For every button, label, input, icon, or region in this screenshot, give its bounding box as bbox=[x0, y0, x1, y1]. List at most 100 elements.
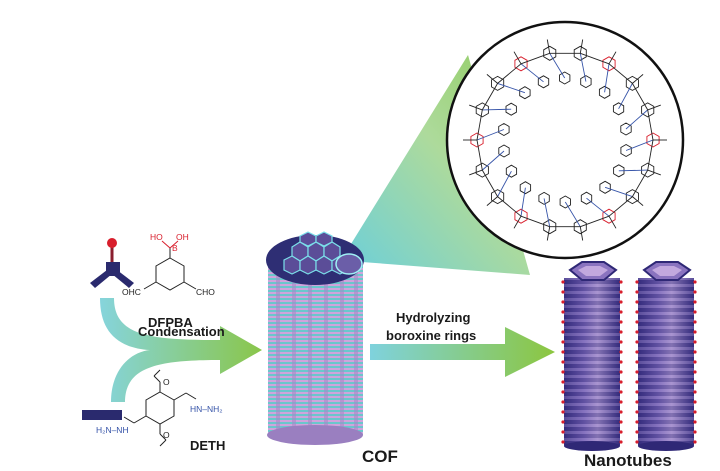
framework-bond bbox=[608, 51, 617, 65]
framework-bond bbox=[497, 63, 522, 84]
framework-bond bbox=[520, 187, 526, 217]
deth-h2nnh-label: H₂N–NH bbox=[96, 425, 129, 435]
framework-ring bbox=[625, 189, 639, 205]
framework-bond bbox=[608, 215, 617, 229]
framework-ring bbox=[573, 219, 587, 235]
framework-ring bbox=[519, 86, 531, 100]
framework-bond bbox=[481, 83, 498, 111]
framework-bond bbox=[647, 104, 661, 111]
framework-bond bbox=[579, 39, 584, 54]
framework-bond bbox=[476, 129, 505, 141]
framework-ring bbox=[573, 45, 587, 61]
nanotube-edge-dots-1 bbox=[561, 280, 623, 444]
framework-ring bbox=[620, 122, 632, 136]
framework-bond bbox=[586, 197, 610, 217]
framework-bond bbox=[579, 226, 584, 241]
nanotube-edge-dots-2 bbox=[635, 280, 697, 444]
framework-ring bbox=[625, 75, 639, 91]
framework-bond bbox=[632, 196, 644, 206]
cof-label: COF bbox=[362, 447, 398, 466]
dfpba-oh-label: OH bbox=[176, 232, 189, 242]
deth-o-top-label: O bbox=[163, 377, 170, 387]
condensation-label: Condensation bbox=[138, 324, 225, 339]
dfpba-ho-label: HO bbox=[150, 232, 163, 242]
deth-linker-icon bbox=[82, 410, 122, 420]
framework-ring bbox=[491, 189, 505, 205]
framework-bond bbox=[632, 74, 644, 84]
framework-bond bbox=[520, 52, 550, 65]
dfpba-b-label: B bbox=[172, 243, 178, 253]
framework-ring bbox=[475, 162, 489, 178]
framework-ring bbox=[543, 45, 557, 61]
dfpba-ohc-label: OHC bbox=[122, 287, 141, 297]
hydrolyzing-arrow bbox=[370, 327, 555, 377]
framework-ring bbox=[538, 191, 550, 205]
framework-ring bbox=[641, 102, 655, 118]
framework-bond bbox=[625, 109, 648, 130]
framework-bond bbox=[481, 169, 498, 197]
nanotube-icon bbox=[564, 261, 620, 451]
framework-bond bbox=[608, 63, 633, 84]
framework-bond bbox=[497, 82, 526, 94]
dfpba-molecule bbox=[143, 240, 197, 291]
cof-pore-structure-icon bbox=[445, 20, 685, 260]
dfpba-tripod-icon bbox=[90, 238, 134, 288]
framework-bond bbox=[647, 169, 661, 176]
deth-molecule bbox=[123, 369, 197, 447]
framework-ring bbox=[514, 208, 528, 224]
framework-ring bbox=[505, 102, 517, 116]
framework-bond bbox=[647, 139, 654, 171]
deth-nhnh2-label: HN–NH₂ bbox=[190, 404, 223, 414]
framework-bond bbox=[497, 196, 522, 217]
framework-ring bbox=[602, 56, 616, 72]
framework-ring bbox=[602, 208, 616, 224]
framework-ring bbox=[612, 102, 625, 116]
framework-bond bbox=[482, 108, 512, 111]
framework-ring bbox=[498, 144, 510, 158]
framework-bond bbox=[469, 169, 483, 176]
framework-ring bbox=[646, 132, 660, 148]
framework-bond bbox=[580, 52, 610, 65]
framework-ring bbox=[491, 75, 505, 91]
framework-ring bbox=[559, 71, 571, 85]
framework-bond bbox=[632, 83, 649, 111]
framework-ring bbox=[498, 122, 510, 137]
framework-bond bbox=[632, 169, 649, 197]
hydrolyzing-label-line2: boroxine rings bbox=[386, 328, 476, 343]
framework-ring bbox=[475, 102, 489, 118]
framework-bond bbox=[520, 215, 550, 228]
framework-bond bbox=[618, 169, 648, 172]
deth-label: DETH bbox=[190, 438, 225, 453]
framework-bond bbox=[520, 63, 544, 83]
framework-bond bbox=[469, 104, 483, 111]
framework-bond bbox=[579, 53, 587, 82]
framework-ring bbox=[641, 162, 655, 178]
framework-bond bbox=[476, 109, 483, 141]
framework-ring bbox=[613, 164, 625, 178]
framework-ring bbox=[537, 75, 550, 89]
framework-ring bbox=[559, 195, 571, 209]
framework-bond bbox=[476, 139, 483, 171]
framework-bond bbox=[486, 74, 498, 84]
framework-bond bbox=[546, 39, 551, 54]
framework-bond bbox=[549, 53, 566, 79]
nanotubes-label: Nanotubes bbox=[584, 451, 672, 470]
framework-bond bbox=[497, 170, 512, 197]
framework-ring bbox=[580, 191, 593, 205]
framework-ring bbox=[543, 219, 557, 235]
framework-bond bbox=[618, 83, 633, 110]
framework-bond bbox=[580, 215, 610, 228]
framework-bond bbox=[513, 51, 522, 65]
framework-bond bbox=[625, 139, 654, 151]
framework-bond bbox=[608, 196, 633, 217]
framework-bond bbox=[604, 186, 633, 198]
framework-bond bbox=[482, 150, 505, 171]
framework-bond bbox=[647, 109, 654, 141]
framework-ring bbox=[505, 164, 518, 178]
nanotube-icon bbox=[638, 261, 694, 451]
framework-bond bbox=[546, 226, 551, 241]
deth-o-bottom-label: O bbox=[163, 430, 170, 440]
framework-ring bbox=[470, 132, 484, 148]
hydrolyzing-label-line1: Hydrolyzing bbox=[396, 310, 470, 325]
